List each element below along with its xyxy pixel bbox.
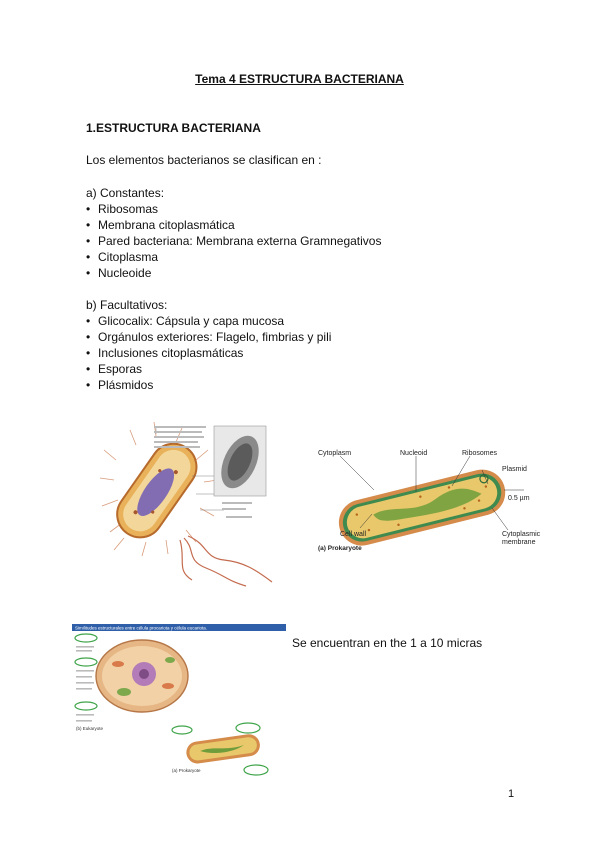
bacterium-illustration-figure <box>99 421 273 587</box>
label-cell-wall: Cell wall <box>340 531 367 538</box>
label-ribosomes: Ribosomes <box>462 450 498 457</box>
list-item: Citoplasma <box>86 249 381 265</box>
constantes-heading: a) Constantes: <box>86 186 165 200</box>
facultativos-list: Glicocalix: Cápsula y capa mucosa Orgánu… <box>86 313 331 393</box>
flagellum-line <box>187 535 273 583</box>
list-item: Plásmidos <box>86 377 331 393</box>
constantes-group: a) Constantes: Ribosomas Membrana citopl… <box>86 185 381 281</box>
prokaryote-diagram-figure: Cytoplasm Nucleoid Ribosomes Plasmid 0.5… <box>318 450 541 552</box>
list-item: Glicocalix: Cápsula y capa mucosa <box>86 313 331 329</box>
bacterium-body <box>116 442 198 539</box>
section-heading: 1.ESTRUCTURA BACTERIANA <box>86 121 261 135</box>
label-cytoplasmic-membrane: Cytoplasmic <box>502 531 541 538</box>
caption-prokaryote: (a) Prokaryote <box>172 768 201 773</box>
label-plasmid: Plasmid <box>502 466 527 473</box>
facultativos-heading: b) Facultativos: <box>86 298 168 312</box>
size-note: Se encuentran en the 1 a 10 micras <box>292 636 483 650</box>
figure-caption: (a) Prokaryote <box>318 545 362 552</box>
nucleoid-shape <box>373 488 482 521</box>
facultativos-group: b) Facultativos: Glicocalix: Cápsula y c… <box>86 297 331 393</box>
intro-paragraph: Los elementos bacterianos se clasifican … <box>86 153 322 167</box>
label-placeholders <box>76 646 94 722</box>
list-item: Ribosomas <box>86 201 381 217</box>
ribosome-dots <box>355 485 488 532</box>
figure-banner <box>72 624 286 631</box>
fimbriae-lines <box>99 421 219 557</box>
flagellum-line <box>179 539 193 581</box>
label-leader-lines <box>339 455 524 531</box>
constantes-list: Ribosomas Membrana citoplasmática Pared … <box>86 201 381 281</box>
document-title: Tema 4 ESTRUCTURA BACTERIANA <box>195 72 404 86</box>
caption-eukaryote: (b) Eukaryote <box>76 726 104 731</box>
page-number: 1 <box>508 788 515 800</box>
flagellum-line <box>183 537 247 587</box>
highlight-ovals <box>74 633 269 776</box>
list-item: Inclusiones citoplasmáticas <box>86 345 331 361</box>
list-item: Esporas <box>86 361 331 377</box>
label-cytoplasmic-membrane-2: membrane <box>502 539 536 546</box>
list-item: Membrana citoplasmática <box>86 217 381 233</box>
list-item: Orgánulos exteriores: Flagelo, fimbrias … <box>86 329 331 345</box>
list-item: Nucleoide <box>86 265 381 281</box>
figure-banner-text: Similitudes estructurales entre célula p… <box>75 626 207 631</box>
label-scale: 0.5 µm <box>508 495 530 502</box>
text-block-placeholder <box>154 426 206 448</box>
label-nucleoid: Nucleoid <box>400 450 427 457</box>
label-cytoplasm: Cytoplasm <box>318 450 351 457</box>
list-item: Pared bacteriana: Membrana externa Gramn… <box>86 233 381 249</box>
cell-comparison-figure: Similitudes estructurales entre célula p… <box>72 624 286 776</box>
plasmid-shape <box>479 474 489 484</box>
